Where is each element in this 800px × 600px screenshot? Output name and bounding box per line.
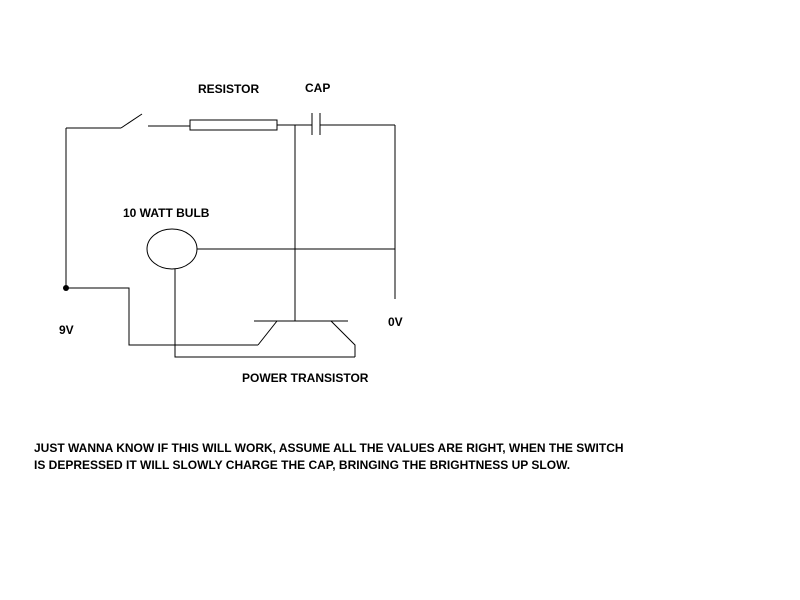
wire-bulb-bottom [174, 269, 355, 358]
note-line-1: JUST WANNA KNOW IF THIS WILL WORK, ASSUM… [34, 441, 624, 455]
supply-ground-label: 0V [388, 315, 403, 329]
note-line-2: IS DEPRESSED IT WILL SLOWLY CHARGE THE C… [34, 458, 571, 472]
transistor-lead-right [330, 320, 356, 357]
bulb-label: 10 WATT BULB [123, 206, 210, 220]
bulb-body [146, 228, 198, 270]
supply-positive-label: 9V [59, 323, 74, 337]
wire-supply-to-transistor [66, 287, 258, 346]
description-note: JUST WANNA KNOW IF THIS WILL WORK, ASSUM… [34, 440, 714, 474]
transistor-label: POWER TRANSISTOR [242, 371, 369, 385]
capacitor-label: CAP [305, 81, 331, 95]
junction-dot [63, 285, 69, 291]
transistor-lead-left [257, 320, 278, 346]
resistor-label: RESISTOR [198, 82, 260, 96]
resistor-body [189, 119, 278, 131]
switch-blade [120, 113, 143, 129]
